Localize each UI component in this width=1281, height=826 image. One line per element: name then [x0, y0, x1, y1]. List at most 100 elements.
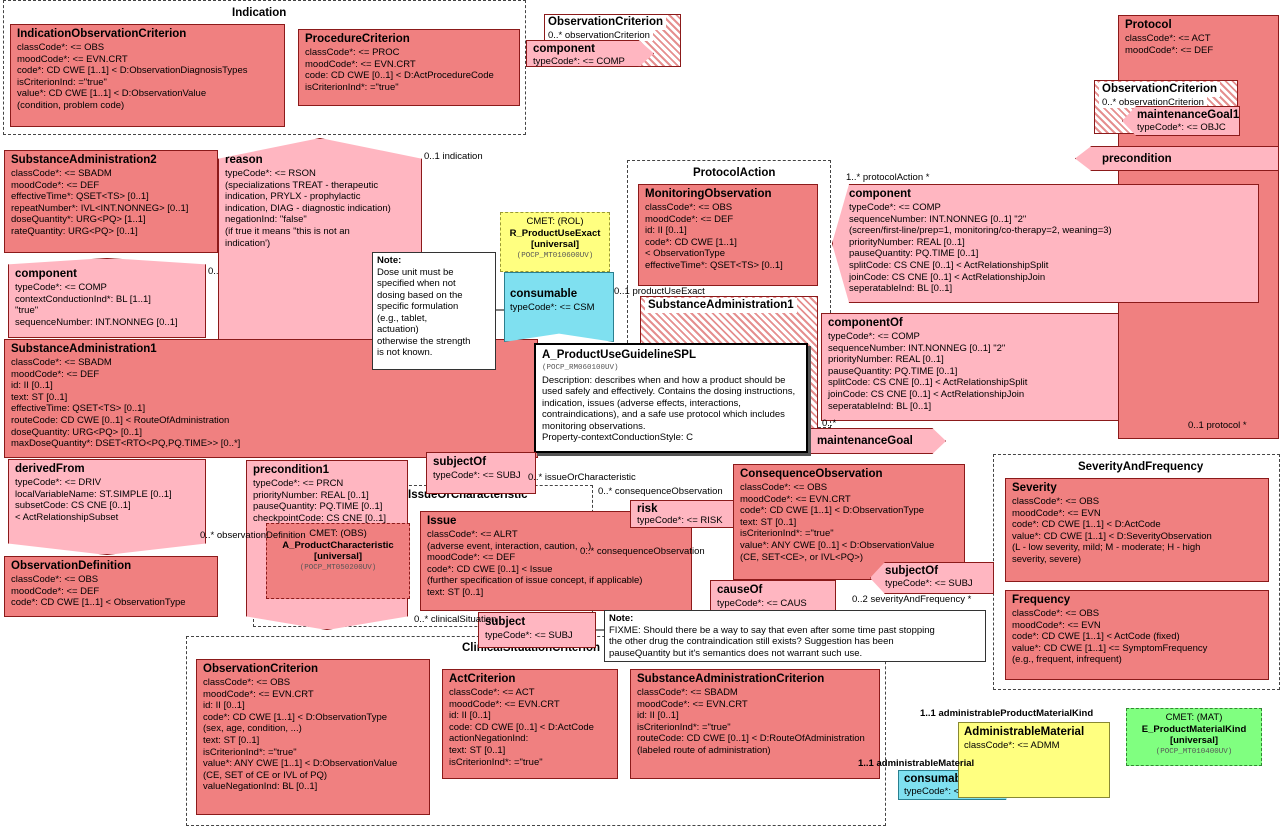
class-attr: classCode*: <= OBS: [1012, 496, 1100, 507]
severity-frequency-frame-title: SeverityAndFrequency: [1078, 461, 1204, 473]
administrable-material-class[interactable]: AdministrableMaterial classCode*: <= ADM…: [958, 722, 1110, 798]
severity-class[interactable]: Severity classCode*: <= OBS moodCode*: <…: [1005, 478, 1269, 582]
precondition-act[interactable]: precondition: [1075, 146, 1279, 171]
class-attr: value*: CD CWE [1..1] <= SymptomFrequenc…: [1012, 642, 1208, 654]
act-attr: (screen/first-line/prep=1, monitoring/co…: [849, 225, 1112, 237]
class-attr: (CE, SET of CE or IVL of PQ): [203, 769, 328, 781]
label-observation-definition: 0..* observationDefinition: [200, 530, 306, 541]
indication-observation-criterion-class[interactable]: IndicationObservationCriterion classCode…: [10, 24, 285, 127]
note-line: dosing based on the: [377, 289, 463, 301]
class-attr: isCriterionInd: ="true": [17, 76, 107, 88]
class-attr: (CE, SET<CE>, or IVL<PQ>): [740, 551, 864, 563]
class-attr: moodCode*: <= EVN.CRT: [17, 53, 128, 65]
fixme-note: Note: FIXME: Should there be a way to sa…: [604, 610, 986, 662]
act-attr: (specializations TREAT - therapeutic: [225, 179, 379, 191]
product-use-guideline-entry-point[interactable]: A_ProductUseGuidelineSPL (POCP_RM060100U…: [534, 343, 808, 453]
note-line: the other drug the contraindication stil…: [609, 636, 894, 647]
note-line: Dose unit must be: [377, 266, 454, 278]
maintenance-goal-act[interactable]: maintenanceGoal: [810, 428, 946, 454]
subject-act[interactable]: subject typeCode*: <= SUBJ: [478, 612, 596, 648]
cmet-product-material-kind[interactable]: CMET: (MAT) E_ProductMaterialKind [unive…: [1126, 708, 1262, 766]
cmet-name: E_ProductMaterialKind: [1141, 723, 1247, 735]
act-attr: sequenceNumber: INT.NONNEG [0..1] "2": [849, 213, 1027, 225]
monitoring-observation-class[interactable]: MonitoringObservation classCode*: <= OBS…: [638, 184, 818, 286]
class-attr: code*: CD CWE [1..1] < D:ObservationType: [203, 711, 388, 723]
act-attr: contextConductionInd*: BL [1..1]: [15, 293, 151, 305]
cmet-product-characteristic[interactable]: CMET: (OBS) A_ProductCharacteristic [uni…: [266, 523, 410, 599]
act-attr: indication, DIAG - diagnostic indication…: [225, 202, 391, 214]
class-title: SubstanceAdministration2: [11, 154, 157, 166]
component-of-act[interactable]: componentOf typeCode*: <= COMP sequenceN…: [821, 313, 1119, 421]
component-protocol-act[interactable]: component typeCode*: <= COMP sequenceNum…: [832, 184, 1259, 303]
class-attr: (L - low severity, mild; M - moderate; H…: [1012, 542, 1201, 554]
act-attr: splitCode: CS CNE [0..1] < ActRelationsh…: [849, 259, 1049, 271]
class-attr: effectiveTime*: QSET<TS> [0..1]: [11, 191, 149, 203]
entry-title: A_ProductUseGuidelineSPL: [542, 349, 697, 361]
class-attr: code*: CD CWE [1..1] < ActCode (fixed): [1012, 631, 1180, 643]
component-left-act[interactable]: component typeCode*: <= COMP contextCond…: [8, 258, 206, 338]
procedure-criterion-class[interactable]: ProcedureCriterion classCode*: <= PROC m…: [298, 29, 520, 106]
note-line: pauseQuantity but it's semantics does no…: [609, 647, 863, 659]
note-line: specified when not: [377, 278, 456, 289]
class-attr: classCode*: <= SBADM: [11, 357, 112, 368]
act-criterion-class[interactable]: ActCriterion classCode*: <= ACT moodCode…: [442, 669, 618, 779]
substance-administration-criterion-class[interactable]: SubstanceAdministrationCriterion classCo…: [630, 669, 880, 779]
act-title: component: [533, 43, 595, 55]
class-title: Protocol: [1125, 19, 1172, 31]
label-dots: 0..: [208, 266, 219, 277]
act-attr: typeCode*: <= COMP: [828, 331, 920, 342]
class-attr: severity, severe): [1012, 553, 1081, 565]
observation-criterion-class[interactable]: ObservationCriterion classCode*: <= OBS …: [196, 659, 430, 815]
component-mini-act[interactable]: component typeCode*: <= COMP: [526, 40, 654, 67]
class-title: IndicationObservationCriterion: [17, 28, 187, 40]
subject-of-act[interactable]: subjectOf typeCode*: <= SUBJ: [426, 452, 536, 494]
class-attr: moodCode*: <= DEF: [427, 552, 516, 564]
act-attr: priorityNumber: REAL [0..1]: [253, 489, 369, 501]
class-attr: code: CD CWE [0..1] < D:ActCode: [449, 721, 594, 733]
class-attr: text: ST [0..1]: [740, 516, 797, 528]
risk-act[interactable]: risk typeCode*: <= RISK: [630, 500, 750, 528]
class-attr: id: II [0..1]: [637, 710, 679, 722]
reason-act[interactable]: reason typeCode*: <= RSON (specializatio…: [218, 138, 422, 345]
class-attr: text: ST [0..1]: [11, 391, 68, 403]
class-attr: doseQuantity*: URG<PQ> [1..1]: [11, 214, 146, 226]
class-attr: code*: CD CWE [1..1] < D:ObservationDiag…: [17, 65, 248, 77]
consequence-observation-class[interactable]: ConsequenceObservation classCode*: <= OB…: [733, 464, 965, 580]
label-severity-frequency: 0..2 severityAndFrequency *: [852, 594, 972, 605]
class-attr: doseQuantity: URG<PQ> [0..1]: [11, 426, 142, 438]
act-title: consumable: [510, 288, 578, 300]
class-attr: text: ST [0..1]: [427, 586, 484, 598]
entry-description: Description: describes when and how a pr…: [542, 374, 796, 432]
substance-administration2-class[interactable]: SubstanceAdministration2 classCode*: <= …: [4, 150, 218, 253]
act-attr: typeCode*: <= SUBJ: [485, 630, 573, 641]
subject-of-severity-act[interactable]: subjectOf typeCode*: <= SUBJ: [870, 562, 994, 594]
class-attr: moodCode*: <= EVN: [1012, 619, 1101, 631]
class-attr: < ObservationType: [645, 248, 726, 260]
class-attr: id: II [0..1]: [449, 710, 491, 722]
observation-definition-class[interactable]: ObservationDefinition classCode*: <= OBS…: [4, 556, 218, 617]
class-attr: routeCode: CD CWE [0..1] < RouteOfAdmini…: [11, 414, 230, 426]
class-attr: classCode*: <= OBS: [11, 574, 99, 585]
derived-from-act[interactable]: derivedFrom typeCode*: <= DRIV localVari…: [8, 459, 206, 555]
frequency-class[interactable]: Frequency classCode*: <= OBS moodCode*: …: [1005, 590, 1269, 680]
cmet-code: (POCP_MT010600UV): [516, 251, 594, 260]
act-attr: priorityNumber: REAL [0..1]: [828, 354, 944, 366]
act-title: maintenanceGoal1: [1137, 109, 1240, 121]
hatched-title: SubstanceAdministration1: [645, 298, 797, 313]
act-attr: seperatableInd: BL [0..1]: [849, 283, 953, 295]
class-attr: (adverse event, interaction, caution, ..…: [427, 540, 592, 552]
act-attr: typeCode*: <= SUBJ: [433, 470, 521, 481]
act-title: subject: [485, 616, 526, 628]
act-attr: typeCode*: <= COMP: [533, 56, 625, 67]
cmet-flavor: [universal]: [530, 239, 580, 250]
cmet-product-use-exact[interactable]: CMET: (ROL) R_ProductUseExact [universal…: [500, 212, 610, 272]
cmet-code: (POCP_MT010400UV): [1155, 747, 1233, 756]
act-attr: pauseQuantity: PQ.TIME [0..1]: [828, 365, 958, 377]
class-attr: classCode*: <= OBS: [645, 202, 733, 213]
consumable-act[interactable]: consumable typeCode*: <= CSM: [504, 272, 614, 342]
maintenance-goal1-act[interactable]: maintenanceGoal1 typeCode*: <= OBJC: [1122, 106, 1240, 136]
class-attr: code*: CD CWE [1..1] < D:ActCode: [1012, 519, 1161, 531]
act-title: precondition: [1102, 153, 1172, 165]
class-title: ActCriterion: [449, 673, 516, 685]
act-title: causeOf: [717, 584, 763, 596]
